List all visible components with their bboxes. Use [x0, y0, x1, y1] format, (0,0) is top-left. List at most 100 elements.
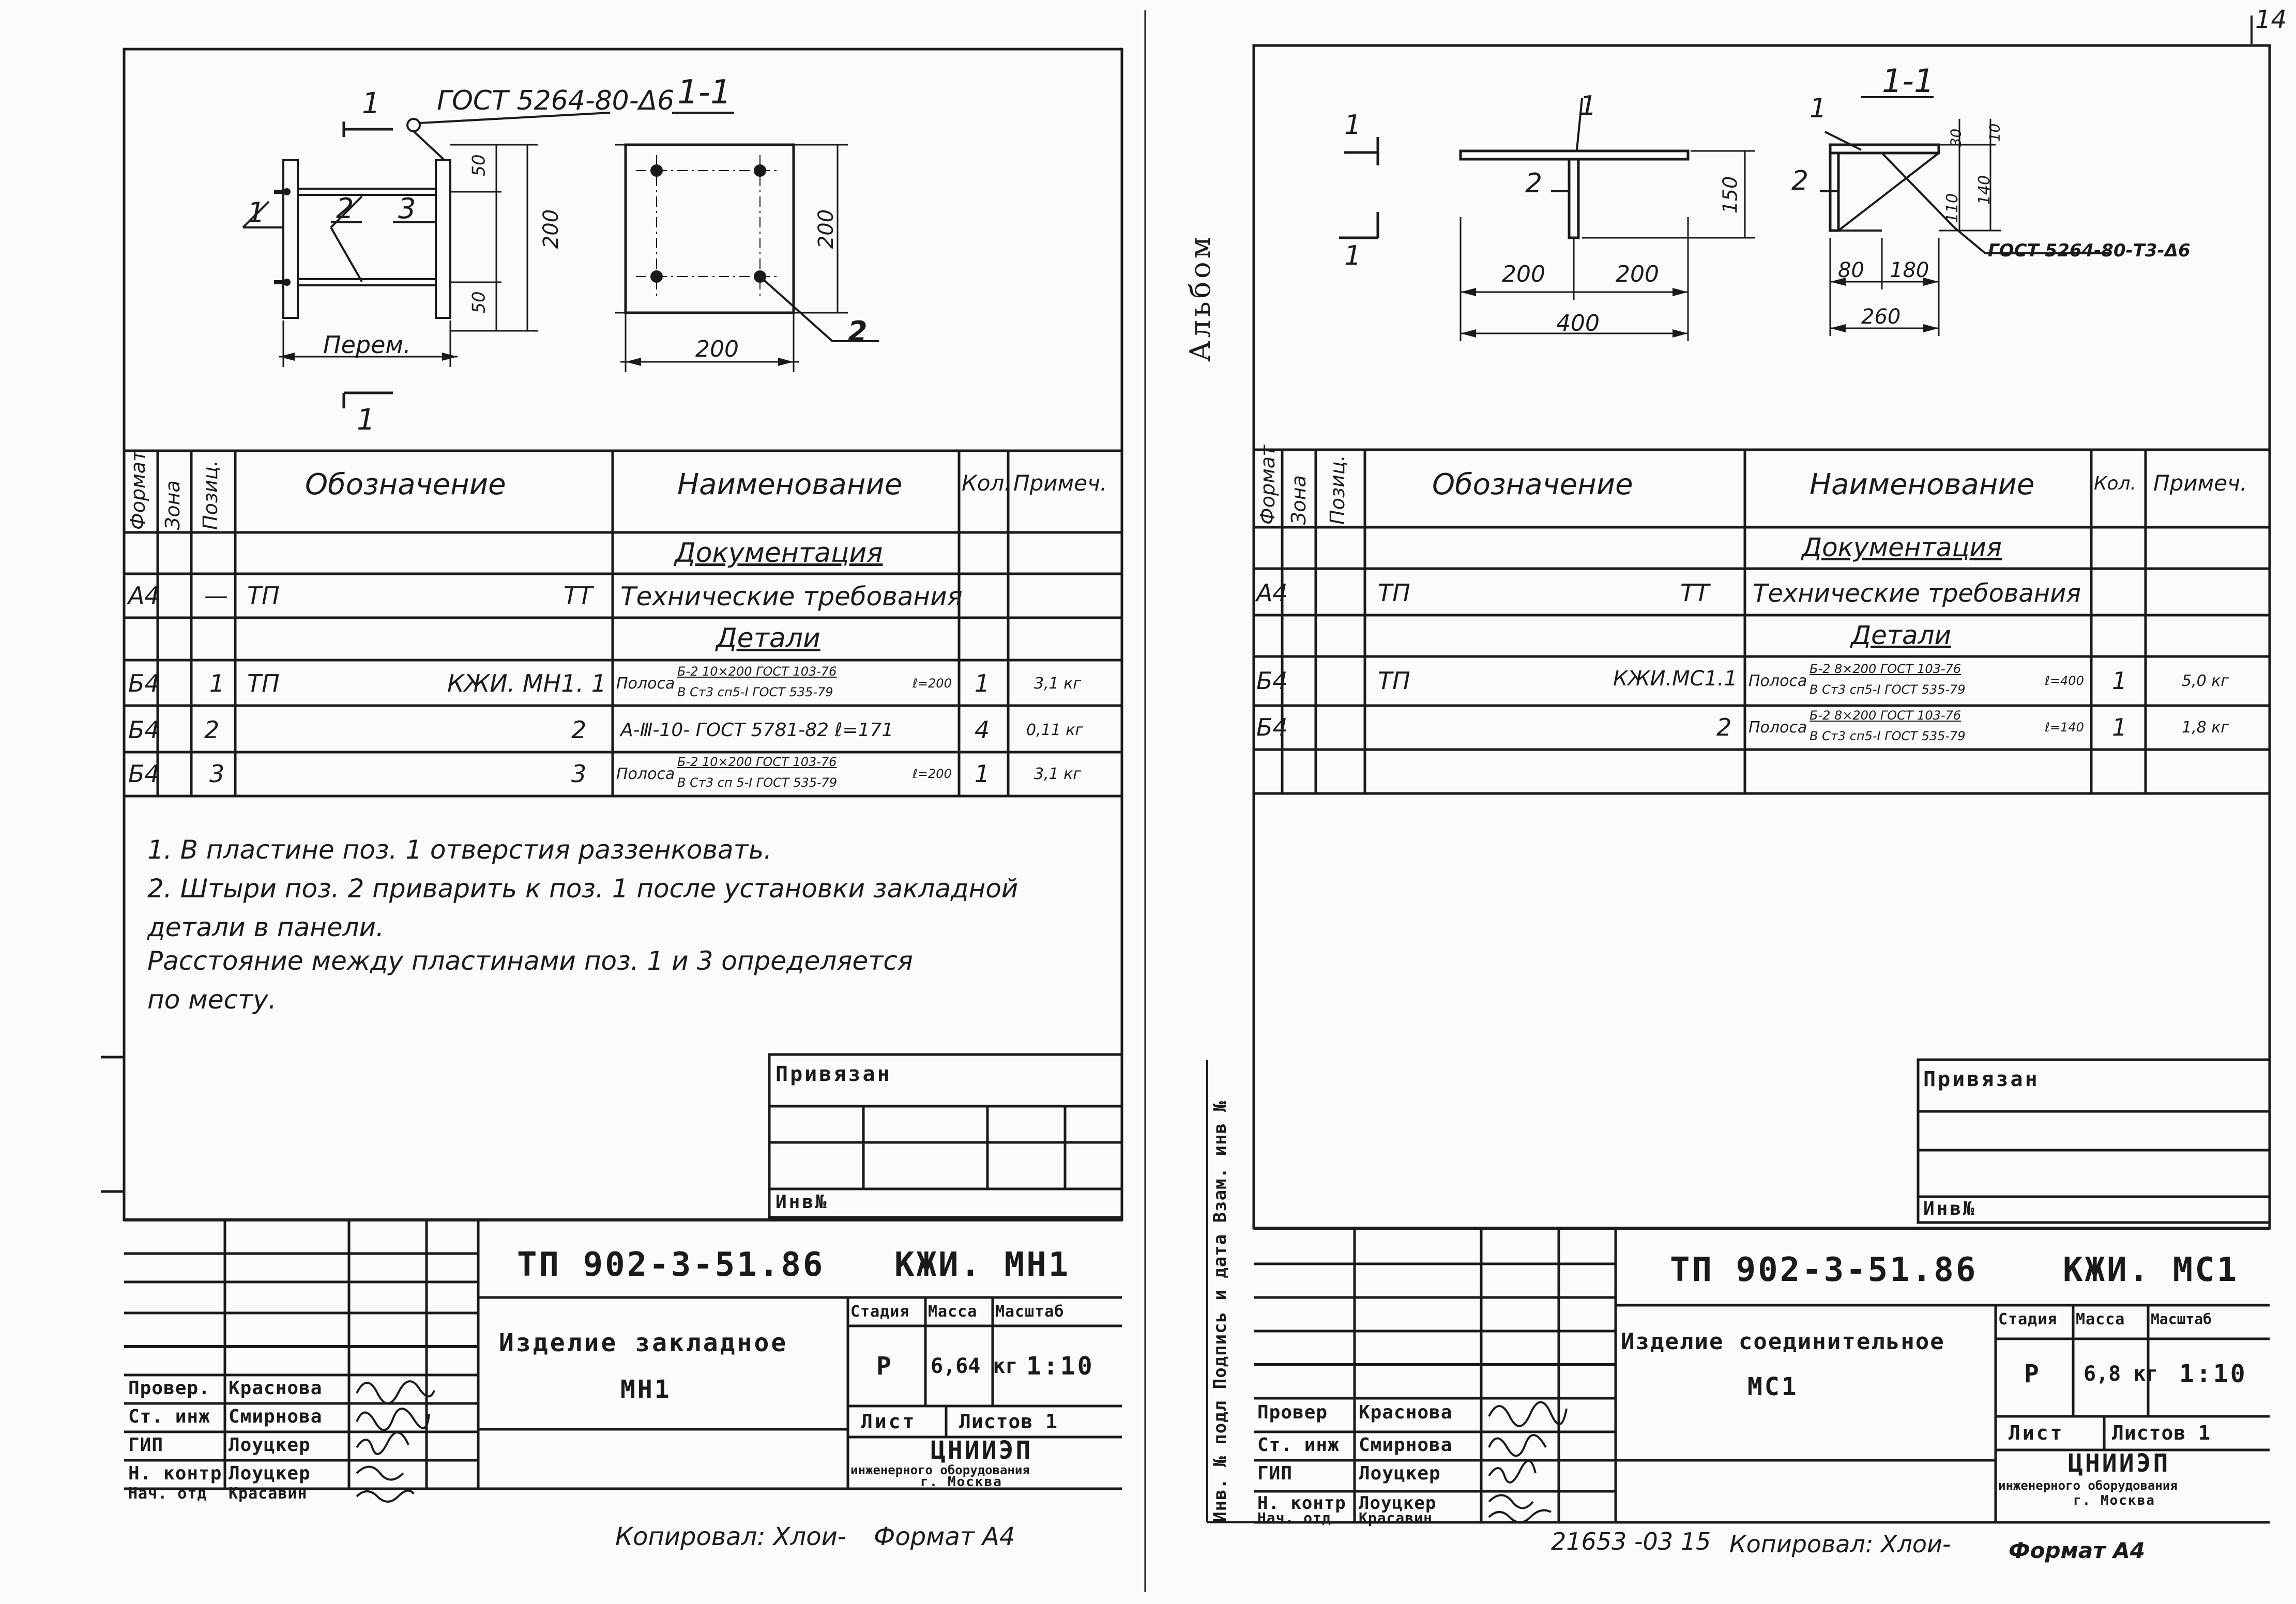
row-section-details: Детали: [716, 623, 820, 654]
dim-perem: Перем.: [323, 331, 411, 359]
r-row5-name-suffix: ℓ=140: [2045, 720, 2084, 735]
r-hdr-designation: Обозначение: [1432, 468, 1633, 501]
stage-label-right: Стадия: [1998, 1310, 2058, 1328]
note-line-1: 1. В пластине поз. 1 отверстия раззенков…: [147, 835, 772, 865]
product-line2-right: МС1: [1747, 1372, 1799, 1401]
name-4-right: Красавин: [1359, 1509, 1433, 1526]
r-dim-80: 80: [1838, 258, 1864, 282]
privyazan-label-left: Привязан: [776, 1062, 892, 1086]
row2-format: А4: [128, 582, 160, 609]
hdr-note: Примеч.: [1013, 470, 1107, 496]
r-callout-2: 2: [1525, 168, 1543, 199]
r-dim-180: 180: [1890, 258, 1929, 282]
gost-label-left: ГОСТ 5264-80-Δ6: [437, 85, 675, 116]
hdr-qty: Кол.: [962, 470, 1011, 496]
row6-name-prefix: Полоса: [616, 765, 675, 783]
r-gost-label: ГОСТ 5264-80-Т3-Δ6: [1988, 240, 2191, 261]
r-callout-1: 1: [1579, 90, 1597, 121]
row4-name-bottom: В Ст3 сп5-I ГОСТ 535-79: [677, 685, 833, 699]
r-row2-des-right: ТТ: [1680, 579, 1710, 607]
callout-3: 3: [398, 192, 416, 225]
r-dim-400: 400: [1556, 310, 1600, 337]
row4-qty: 1: [975, 669, 990, 697]
scale-label-right: Масштаб: [2151, 1310, 2212, 1327]
sheets-label-left: Листов 1: [959, 1410, 1058, 1433]
row5-qty: 4: [975, 716, 990, 744]
row6-name-suffix: ℓ=200: [913, 767, 952, 781]
r-hdr-pos: Позиц.: [1326, 455, 1349, 525]
product-line1-left: Изделие закладное: [499, 1328, 788, 1357]
row6-pos: 3: [209, 760, 225, 788]
row5-format: Б4: [128, 716, 160, 744]
r-section-mark-bottom: 1: [1344, 240, 1362, 271]
r-sec-callout-1: 1: [1810, 93, 1827, 124]
footer-format-right: Формат А4: [2009, 1538, 2145, 1563]
doc-number-right: ТП 902-3-51.86: [1670, 1251, 1978, 1289]
r-dim-10: 10: [1986, 123, 2003, 142]
r-row5-name-bottom: В Ст3 сп5-I ГОСТ 535-79: [1810, 729, 1966, 743]
row4-name-prefix: Полоса: [616, 675, 675, 693]
r-dim-150: 150: [1719, 176, 1742, 214]
row4-des-right: КЖИ. МН1. 1: [447, 669, 606, 697]
stage-value-right: Р: [2024, 1359, 2041, 1388]
r-dim-30: 30: [1947, 128, 1965, 147]
r-section-mark-top: 1: [1344, 110, 1362, 141]
role-4-left: Нач. отд: [128, 1485, 207, 1503]
role-1-left: Ст. инж: [128, 1406, 210, 1427]
role-2-right: ГИП: [1257, 1463, 1293, 1484]
r-row-section-docs: Документация: [1802, 532, 2002, 562]
note-line-2: 2. Штыри поз. 2 приварить к поз. 1 после…: [147, 874, 1018, 904]
org-line2-left: инженерного оборудования: [850, 1463, 1030, 1477]
inv-no-left: Инв№: [776, 1191, 829, 1213]
r-hdr-name: Наименование: [1810, 468, 2035, 501]
r-hdr-format: Формат: [1256, 445, 1279, 525]
row4-format: Б4: [128, 669, 160, 697]
org-line2-right: инженерного оборудования: [1998, 1478, 2178, 1493]
dim-200-side: 200: [539, 209, 564, 249]
doc-number-left: ТП 902-3-51.86: [517, 1246, 825, 1284]
r-row2-format: А4: [1256, 579, 1288, 607]
r-row5-des-right: 2: [1716, 713, 1732, 741]
inv-no-right: Инв№: [1923, 1198, 1976, 1219]
r-row5-name-top: Б-2 8×200 ГОСТ 103-76: [1810, 708, 1962, 723]
name-2-right: Лоуцкер: [1359, 1463, 1441, 1484]
row6-name-top: Б-2 10×200 ГОСТ 103-76: [677, 755, 837, 769]
name-3-left: Лоуцкер: [229, 1463, 311, 1484]
row5-des-right: 2: [571, 716, 587, 744]
role-0-right: Провер: [1257, 1402, 1328, 1423]
r-row4-qty: 1: [2112, 667, 2127, 695]
footer-copied-right: Копировал: Хлои-: [1729, 1530, 1951, 1558]
role-4-right: Нач. отд: [1257, 1509, 1331, 1526]
r-dim-110: 110: [1943, 193, 1962, 223]
r-row4-note: 5,0 кг: [2182, 672, 2229, 690]
hdr-pos: Позиц.: [199, 460, 222, 530]
row4-name-top: Б-2 10×200 ГОСТ 103-76: [677, 664, 837, 679]
hdr-format: Формат: [127, 450, 149, 530]
role-1-right: Ст. инж: [1257, 1434, 1340, 1456]
r-dim-200-left: 200: [1502, 261, 1545, 287]
role-2-left: ГИП: [128, 1434, 164, 1456]
sheet-label-right: Лист: [2009, 1422, 2064, 1444]
row2-name: Технические требования: [620, 582, 963, 612]
footer-format-left: Формат А4: [874, 1522, 1015, 1551]
hdr-zone: Зона: [161, 480, 184, 530]
callout-2: 2: [336, 192, 354, 225]
name-1-right: Смирнова: [1359, 1434, 1453, 1456]
note-line-3: детали в панели.: [147, 912, 384, 942]
role-3-right: Н. контр: [1257, 1493, 1346, 1514]
r-row4-name-suffix: ℓ=400: [2045, 674, 2084, 688]
r-dim-200-right: 200: [1616, 261, 1659, 287]
row5-name: А-Ⅲ-10- ГОСТ 5781-82 ℓ=171: [620, 720, 894, 741]
r-row4-name-top: Б-2 8×200 ГОСТ 103-76: [1810, 662, 1962, 676]
r-row5-format: Б4: [1256, 713, 1288, 741]
role-3-left: Н. контр: [128, 1463, 222, 1484]
section-mark-top: 1: [362, 87, 381, 120]
row4-note: 3,1 кг: [1034, 675, 1082, 693]
album-label: Альбом: [1184, 234, 1217, 362]
section-title-left: 1-1: [677, 73, 732, 112]
row2-des-left: ТП: [247, 582, 280, 609]
dim-200-plate-bottom: 200: [695, 336, 739, 362]
name-2-left: Лоуцкер: [229, 1434, 311, 1456]
name-3-right: Лоуцкер: [1359, 1493, 1437, 1514]
